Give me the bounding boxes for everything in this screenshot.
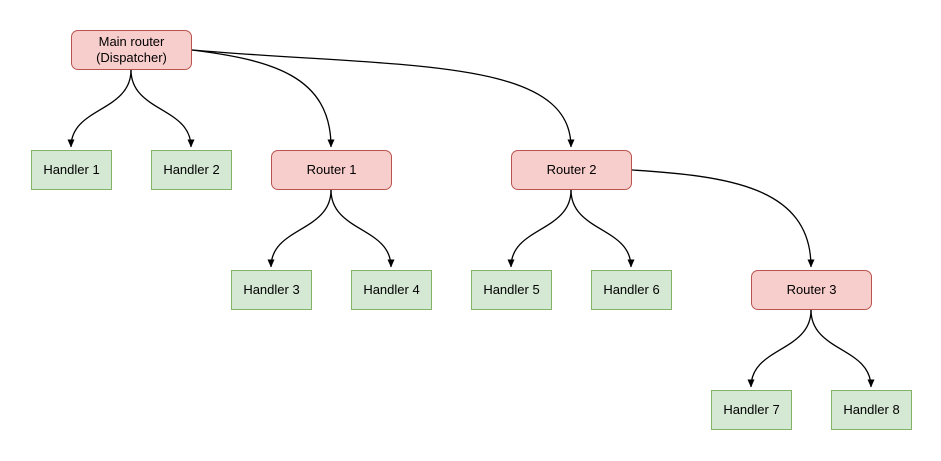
node-handler-1: Handler 1: [31, 150, 112, 190]
node-handler-3: Handler 3: [231, 270, 312, 310]
node-router-3: Router 3: [751, 270, 872, 310]
edge-router-1-to-handler-3: [267, 189, 332, 268]
node-handler-7: Handler 7: [711, 390, 792, 430]
node-handler-2: Handler 2: [151, 150, 232, 190]
edge-router-2-to-router-3: [631, 169, 815, 268]
node-handler-8: Handler 8: [831, 390, 912, 430]
edge-router-1-to-handler-4: [330, 189, 395, 268]
node-handler-6: Handler 6: [591, 270, 672, 310]
edge-router-3-to-handler-8: [810, 309, 875, 388]
node-main-router: Main router (Dispatcher): [71, 30, 192, 70]
edge-main-router-to-router-2: [191, 49, 575, 148]
edge-main-router-to-router-1: [191, 49, 335, 148]
node-handler-5: Handler 5: [471, 270, 552, 310]
edge-router-2-to-handler-6: [570, 189, 635, 268]
node-handler-4: Handler 4: [351, 270, 432, 310]
edge-router-3-to-handler-7: [747, 309, 812, 388]
edge-main-router-to-handler-2: [130, 69, 195, 148]
node-router-2: Router 2: [511, 150, 632, 190]
edge-router-2-to-handler-5: [507, 189, 572, 268]
edge-main-router-to-handler-1: [67, 69, 132, 148]
node-router-1: Router 1: [271, 150, 392, 190]
